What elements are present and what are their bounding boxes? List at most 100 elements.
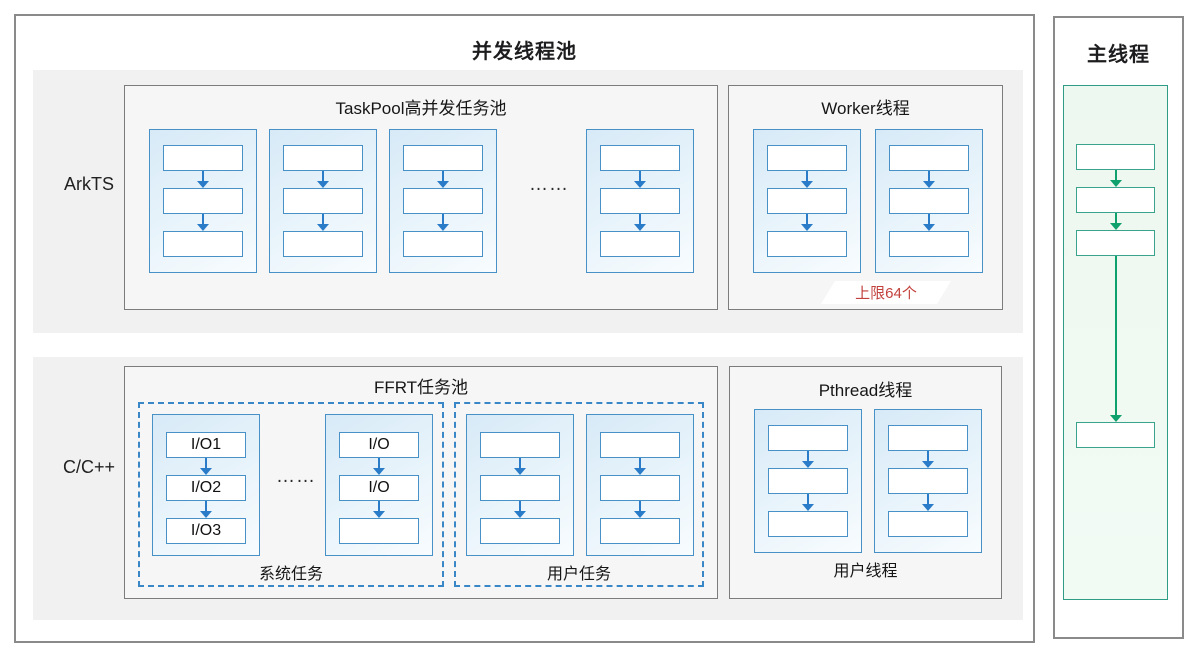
concurrent-thread-pool-container: 并发线程池 ArkTS TaskPool高并发任务池 xyxy=(14,14,1035,643)
task-cell xyxy=(480,475,560,501)
task-cell xyxy=(283,145,363,171)
task-cell xyxy=(163,231,243,257)
task-cell xyxy=(768,511,848,537)
io-cell: I/O1 xyxy=(166,432,246,458)
task-cell xyxy=(1076,230,1155,256)
task-cell xyxy=(283,188,363,214)
arrow-down-icon xyxy=(150,171,256,188)
task-cell xyxy=(889,145,969,171)
task-column xyxy=(149,129,257,273)
user-tasks-label: 用户任务 xyxy=(546,566,611,583)
task-cell xyxy=(480,432,560,458)
task-cell xyxy=(767,188,847,214)
cpp-label: C/C++ xyxy=(62,457,116,477)
io-cell: I/O xyxy=(339,432,419,458)
arrow-down-icon xyxy=(876,171,982,188)
task-cell xyxy=(600,432,680,458)
arrow-down-icon xyxy=(467,458,573,475)
arrow-down-icon xyxy=(875,494,981,511)
pthread-box: Pthread线程 用户线程 xyxy=(729,366,1002,599)
task-cell xyxy=(403,231,483,257)
task-cell xyxy=(403,145,483,171)
system-tasks-group: I/O1 I/O2 I/O3 …… I/O I/O 系统任务 xyxy=(138,402,444,587)
long-arrow-down-icon xyxy=(1064,256,1167,422)
arrow-down-icon xyxy=(326,458,432,475)
task-cell xyxy=(768,425,848,451)
user-tasks-group: 用户任务 xyxy=(454,402,704,587)
task-cell xyxy=(600,518,680,544)
worker-title: Worker线程 xyxy=(821,99,910,118)
main-thread-column xyxy=(1063,85,1168,600)
task-cell xyxy=(1076,187,1155,213)
arrow-down-icon xyxy=(755,451,861,468)
task-cell xyxy=(888,468,968,494)
arrow-down-icon xyxy=(153,501,259,518)
arrow-down-icon xyxy=(755,494,861,511)
cpp-row-panel: C/C++ FFRT任务池 I/O1 I/O2 I/O3 …… I/O xyxy=(33,357,1023,620)
ellipsis: …… xyxy=(529,174,569,195)
io-cell: I/O3 xyxy=(166,518,246,544)
arrow-down-icon xyxy=(587,214,693,231)
task-cell xyxy=(283,231,363,257)
task-cell xyxy=(403,188,483,214)
arrow-down-icon xyxy=(754,214,860,231)
arrow-down-icon xyxy=(875,451,981,468)
arrow-down-icon xyxy=(390,214,496,231)
taskpool-title: TaskPool高并发任务池 xyxy=(335,99,507,118)
main-thread-title: 主线程 xyxy=(1087,44,1150,66)
task-cell xyxy=(1076,144,1155,170)
task-cell xyxy=(767,145,847,171)
arrow-down-icon xyxy=(754,171,860,188)
worker-limit-note: 上限64个 xyxy=(821,281,951,304)
ffrt-pool-box: FFRT任务池 I/O1 I/O2 I/O3 …… I/O I/O xyxy=(124,366,718,599)
ffrt-title: FFRT任务池 xyxy=(373,378,469,397)
arrow-down-icon xyxy=(587,458,693,475)
io-cell xyxy=(339,518,419,544)
arrow-down-icon xyxy=(153,458,259,475)
arrow-down-icon xyxy=(467,501,573,518)
task-cell xyxy=(600,188,680,214)
io-cell: I/O xyxy=(339,475,419,501)
task-cell xyxy=(600,231,680,257)
io-cell: I/O2 xyxy=(166,475,246,501)
io-task-column: I/O I/O xyxy=(325,414,433,556)
worker-thread-box: Worker线程 上限64个 xyxy=(728,85,1003,310)
main-thread-container: 主线程 xyxy=(1053,16,1184,639)
arrow-down-icon xyxy=(587,171,693,188)
arkts-label: ArkTS xyxy=(63,174,114,194)
task-column xyxy=(586,414,694,556)
task-column xyxy=(389,129,497,273)
arrow-down-icon xyxy=(876,214,982,231)
task-cell xyxy=(768,468,848,494)
pthread-title: Pthread线程 xyxy=(818,381,913,400)
arrow-down-icon xyxy=(1064,213,1167,230)
task-column xyxy=(466,414,574,556)
system-tasks-label: 系统任务 xyxy=(258,566,323,583)
pthread-column xyxy=(874,409,982,553)
concurrent-pool-title: 并发线程池 xyxy=(472,41,577,63)
task-column xyxy=(586,129,694,273)
task-cell xyxy=(480,518,560,544)
task-cell xyxy=(163,145,243,171)
task-cell xyxy=(767,231,847,257)
worker-column xyxy=(875,129,983,273)
task-cell xyxy=(888,425,968,451)
arrow-down-icon xyxy=(587,501,693,518)
worker-column xyxy=(753,129,861,273)
arrow-down-icon xyxy=(1064,170,1167,187)
arrow-down-icon xyxy=(390,171,496,188)
pthread-column xyxy=(754,409,862,553)
arrow-down-icon xyxy=(326,501,432,518)
user-thread-caption: 用户线程 xyxy=(833,563,898,580)
arkts-row-panel: ArkTS TaskPool高并发任务池 xyxy=(33,70,1023,333)
task-column xyxy=(269,129,377,273)
arrow-down-icon xyxy=(270,214,376,231)
task-cell xyxy=(600,145,680,171)
task-cell xyxy=(600,475,680,501)
ellipsis: …… xyxy=(276,466,316,487)
task-cell xyxy=(889,231,969,257)
task-cell xyxy=(1076,422,1155,448)
arrow-down-icon xyxy=(270,171,376,188)
task-cell xyxy=(163,188,243,214)
